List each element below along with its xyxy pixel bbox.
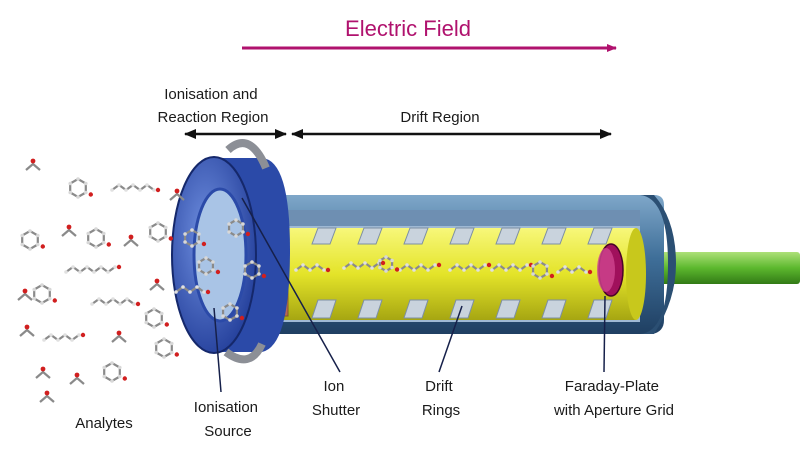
- ionisation-source-pointer: [213, 307, 222, 393]
- molecule-ring: [154, 337, 179, 359]
- drift-ring-bottom: [311, 299, 337, 319]
- molecule-small: [35, 366, 51, 379]
- drift-ring-top: [357, 227, 383, 245]
- component-labels: Analytes Ionisation Source Ion Shutter D…: [75, 378, 674, 440]
- ionisation-source-label: Ionisation Source: [194, 399, 262, 440]
- molecule-chain: [342, 260, 386, 270]
- analyte-molecules: [17, 158, 593, 403]
- molecule-ring: [221, 302, 245, 322]
- molecule-ring: [20, 229, 45, 251]
- drift-ring-bottom: [541, 299, 567, 319]
- ion-shutter-label: Ion Shutter: [312, 378, 360, 419]
- molecule-ring: [243, 260, 267, 280]
- drift-ring-top: [449, 227, 475, 245]
- molecule-ring: [227, 218, 251, 238]
- molecule-ring: [148, 221, 173, 243]
- pointer-lines: [213, 197, 606, 393]
- ion-shutter-pointer: [241, 197, 341, 373]
- molecule-ring: [378, 255, 400, 273]
- molecule-small: [69, 372, 85, 385]
- molecule-small: [19, 324, 35, 337]
- molecule-small: [25, 158, 41, 171]
- molecule-ring: [197, 256, 221, 276]
- drift-rings: [311, 227, 613, 319]
- ionisation-region-line-2: Reaction Region: [158, 109, 269, 126]
- molecule-small: [111, 330, 127, 343]
- drift-ring-top: [311, 227, 337, 245]
- ionisation-region-label: Ionisation and Reaction Region: [158, 86, 269, 126]
- drift-ring-bottom: [495, 299, 521, 319]
- region-labels: Ionisation and Reaction Region Drift Reg…: [158, 86, 612, 139]
- molecule-chain: [174, 285, 211, 295]
- molecule-small: [149, 278, 165, 291]
- analytes-label: Analytes: [75, 415, 133, 432]
- molecule-ring: [32, 283, 57, 305]
- drift-region-label: Drift Region: [400, 109, 479, 126]
- faraday-pointer: [603, 295, 606, 373]
- drift-ring-top: [403, 227, 429, 245]
- drift-rings-pointer: [438, 305, 463, 373]
- molecule-ring: [86, 227, 111, 249]
- ionisation-region-line-1: Ionisation and: [164, 86, 257, 103]
- drift-ring-bottom: [587, 299, 613, 319]
- molecule-ring: [183, 228, 207, 248]
- molecule-chain: [90, 297, 141, 307]
- molecule-ring: [102, 361, 127, 383]
- molecule-ring: [144, 307, 169, 329]
- electric-field: Electric Field: [242, 16, 617, 52]
- drift-ring-top: [587, 227, 613, 245]
- molecule-chain: [110, 183, 161, 193]
- molecule-small: [17, 288, 33, 301]
- molecule-small: [61, 224, 77, 237]
- molecule-chain: [294, 263, 331, 273]
- drift-rings-label: Drift Rings: [422, 378, 460, 419]
- molecule-ring: [68, 177, 93, 199]
- molecule-chain: [42, 332, 86, 342]
- molecule-chain: [556, 265, 593, 275]
- molecule-chain: [490, 262, 534, 272]
- molecule-chain: [448, 262, 492, 272]
- faraday-label: Faraday-Plate with Aperture Grid: [553, 378, 674, 419]
- molecule-small: [169, 188, 185, 201]
- collector-rod: [640, 252, 800, 284]
- molecule-small: [123, 234, 139, 247]
- molecule-small: [39, 390, 55, 403]
- molecule-ring: [531, 260, 555, 280]
- faraday-plate: [597, 243, 624, 297]
- drift-ring-bottom: [403, 299, 429, 319]
- electric-field-title: Electric Field: [345, 16, 471, 41]
- drift-ring-top: [495, 227, 521, 245]
- drift-ring-bottom: [449, 299, 475, 319]
- drift-ring-top: [541, 227, 567, 245]
- drift-ring-bottom: [357, 299, 383, 319]
- molecule-chain: [64, 264, 122, 274]
